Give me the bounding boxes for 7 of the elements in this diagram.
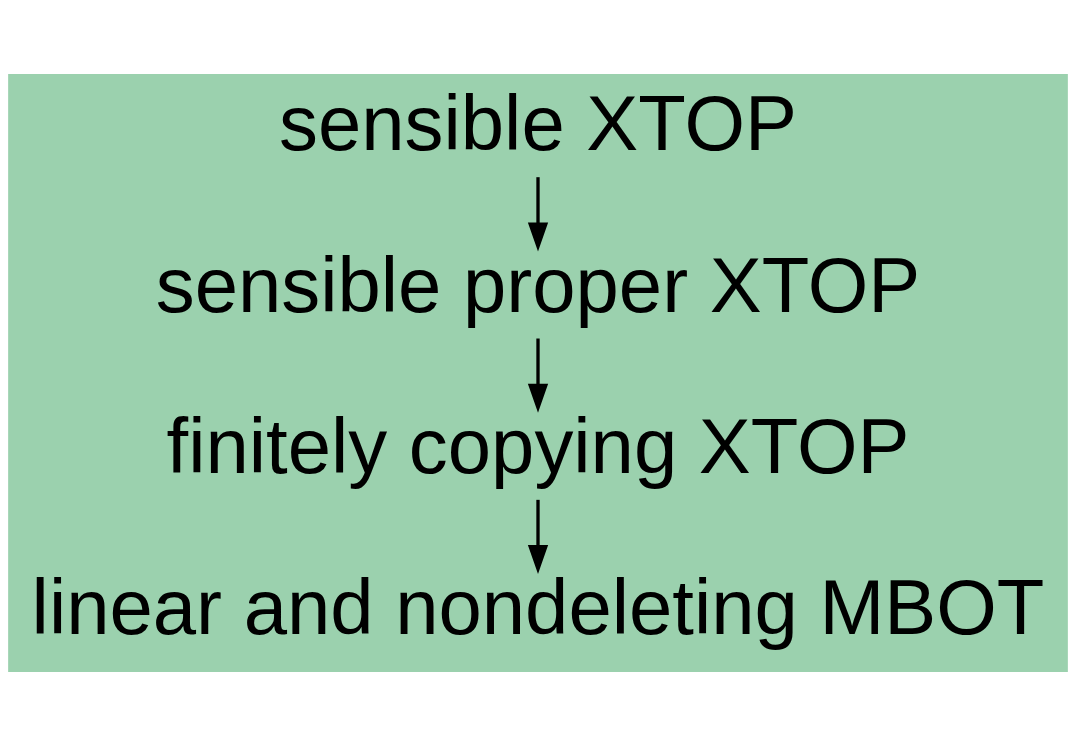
node-text: sensible proper XTOP — [155, 241, 921, 329]
arrow — [527, 499, 549, 575]
node-text: finitely copying XTOP — [166, 402, 910, 490]
arrow — [527, 177, 549, 252]
node-text: linear and nondeleting MBOT — [31, 564, 1045, 652]
arrow — [527, 338, 549, 413]
node-text: sensible XTOP — [279, 80, 797, 168]
